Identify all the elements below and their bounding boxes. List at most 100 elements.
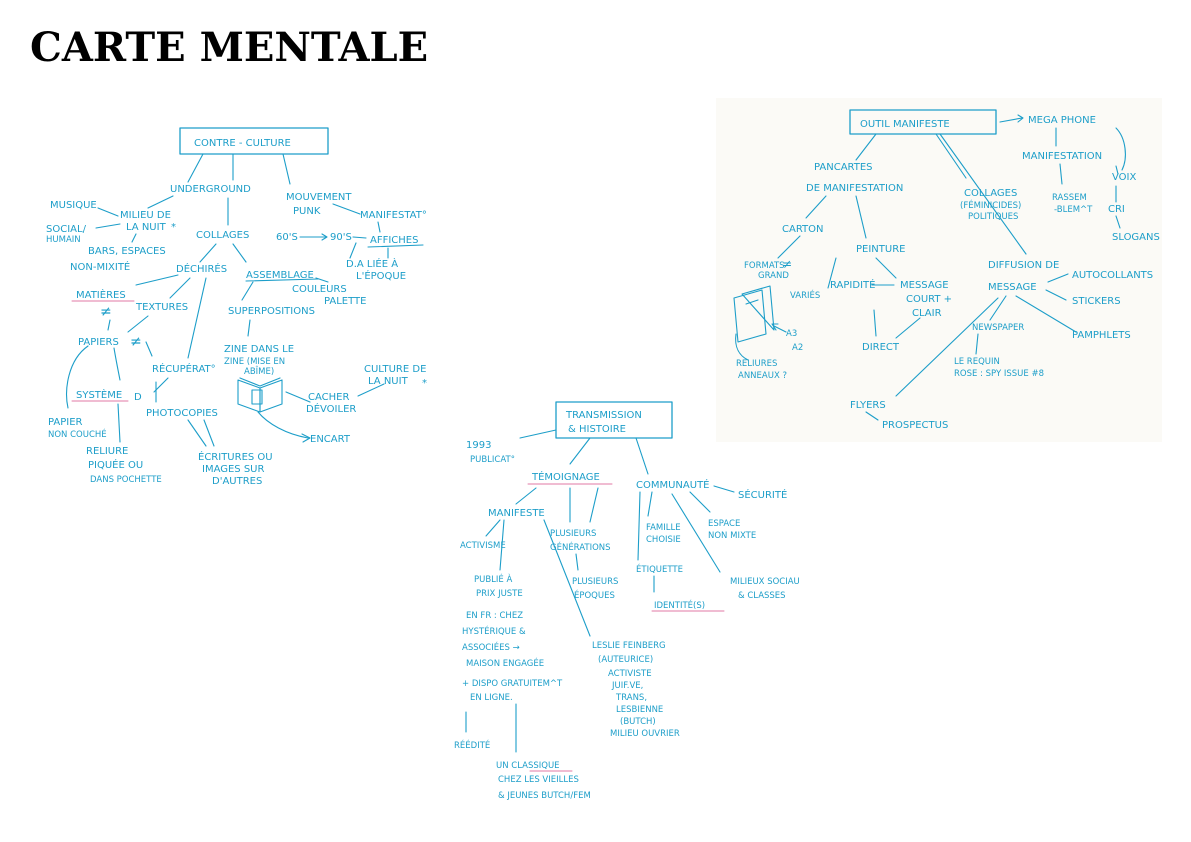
node-milieu-ouvrier: MILIEU OUVRIER bbox=[610, 729, 680, 739]
neq-mark: ≠ bbox=[100, 304, 112, 320]
node-collages: COLLAGES bbox=[196, 230, 249, 241]
node-classique: UN CLASSIQUE bbox=[496, 761, 560, 771]
node-famille: FAMILLE bbox=[646, 523, 681, 533]
node-mega-phone: MEGA PHONE bbox=[1028, 115, 1096, 126]
node-chez-vieilles: CHEZ LES VIEILLES bbox=[498, 775, 579, 785]
node-collages-2: COLLAGES bbox=[964, 188, 1017, 199]
mindmap-transmission: TRANSMISSION & HISTOIRE 1993 PUBLICAT° T… bbox=[440, 392, 800, 812]
node-hysterique: HYSTÉRIQUE & bbox=[462, 625, 526, 637]
node-photocopies: PHOTOCOPIES bbox=[146, 408, 218, 419]
node-humain: HUMAIN bbox=[46, 235, 81, 245]
mindmap-outil-manifeste: OUTIL MANIFESTE MEGA PHONE MANIFESTATION… bbox=[716, 98, 1162, 442]
node-non-mixte: NON MIXTE bbox=[708, 531, 756, 541]
node-autocollants: AUTOCOLLANTS bbox=[1072, 270, 1153, 281]
node-encart: ENCART bbox=[310, 434, 351, 445]
node-politiques: POLITIQUES bbox=[968, 212, 1018, 222]
node-publie: PUBLIÉ À bbox=[474, 573, 512, 585]
node-dispo-2: EN LIGNE. bbox=[470, 693, 513, 703]
node-bars: BARS, ESPACES bbox=[88, 246, 166, 257]
node-couleurs: COULEURS bbox=[292, 284, 347, 295]
node-message: MESSAGE bbox=[900, 280, 949, 291]
node-non-couche: NON COUCHÉ bbox=[48, 428, 107, 440]
node-blemt: -BLEM^T bbox=[1054, 205, 1093, 215]
node-culture-de: CULTURE DE bbox=[364, 364, 426, 375]
node-zine-3: ABÎME) bbox=[244, 365, 274, 377]
node-court: COURT + bbox=[906, 294, 952, 305]
node-milieux: MILIEUX SOCIAUX bbox=[730, 577, 800, 587]
node-reliure-1: RELIURE bbox=[86, 446, 128, 457]
node-diffusion-message: MESSAGE bbox=[988, 282, 1037, 293]
node-mouvement: MOUVEMENT bbox=[286, 192, 352, 203]
node-feminicides: (FÉMINICIDES) bbox=[960, 199, 1021, 211]
node-assemblage: ASSEMBLAGE bbox=[246, 270, 314, 281]
node-contre-culture: CONTRE - CULTURE bbox=[194, 138, 291, 149]
node-diffusion-de: DIFFUSION DE bbox=[988, 260, 1059, 271]
node-classes: & CLASSES bbox=[738, 591, 786, 601]
node-devoiler: DÉVOILER bbox=[306, 402, 356, 415]
node-transmission: TRANSMISSION bbox=[565, 410, 642, 421]
node-varies: VARIÉS bbox=[790, 289, 820, 301]
node-grand: GRAND bbox=[758, 271, 789, 281]
node-rapidite: RAPIDITÉ bbox=[830, 278, 875, 291]
mindmap-contre-culture: CONTRE - CULTURE UNDERGROUND MOUVEMENT P… bbox=[28, 120, 448, 510]
star-mark: * bbox=[171, 222, 176, 233]
node-outil-manifeste: OUTIL MANIFESTE bbox=[860, 119, 950, 130]
node-reliure-3: DANS POCHETTE bbox=[90, 475, 162, 485]
node-la-nuit: LA NUIT bbox=[126, 222, 167, 233]
node-dechires: DÉCHIRÉS bbox=[176, 262, 227, 275]
cardboard-sketch bbox=[733, 285, 775, 343]
node-anneaux: ANNEAUX ? bbox=[738, 371, 787, 381]
node-peinture: PEINTURE bbox=[856, 244, 905, 255]
node-non-mixite: NON-MIXITÉ bbox=[70, 260, 130, 273]
node-recuperat: RÉCUPÉRAT° bbox=[152, 362, 216, 375]
node-etiquette: ÉTIQUETTE bbox=[636, 563, 683, 575]
node-cri: CRI bbox=[1108, 204, 1125, 215]
node-generations: GÉNÉRATIONS bbox=[550, 541, 611, 553]
node-auteurice: (AUTEURICE) bbox=[598, 655, 653, 665]
node-leslie: LESLIE FEINBERG bbox=[592, 641, 666, 651]
node-maison: MAISON ENGAGÉE bbox=[466, 657, 544, 669]
node-matieres: MATIÈRES bbox=[76, 288, 126, 301]
node-lesbienne: LESBIENNE bbox=[616, 705, 663, 715]
book-sketch bbox=[237, 377, 283, 413]
node-papiers: PAPIERS bbox=[78, 337, 119, 348]
page-title: CARTE MENTALE bbox=[30, 24, 429, 71]
node-reedite: RÉÉDITÉ bbox=[454, 739, 490, 751]
node-carton: CARTON bbox=[782, 224, 824, 235]
node-stickers: STICKERS bbox=[1072, 296, 1121, 307]
node-newspaper: NEWSPAPER bbox=[972, 323, 1024, 333]
node-zine-1: ZINE DANS LE bbox=[224, 344, 294, 355]
node-le-requin: LE REQUIN bbox=[954, 357, 1000, 367]
node-securite: SÉCURITÉ bbox=[738, 488, 787, 501]
node-a2: A2 bbox=[792, 343, 803, 353]
node-juif: JUIF.VE, bbox=[611, 681, 643, 691]
node-communaute: COMMUNAUTÉ bbox=[636, 478, 710, 491]
node-butch: (BUTCH) bbox=[620, 717, 656, 727]
node-manifestat: MANIFESTAT° bbox=[360, 210, 427, 221]
node-en-fr: EN FR : CHEZ bbox=[466, 611, 523, 621]
node-temoignage: TÉMOIGNAGE bbox=[531, 470, 600, 483]
node-clair: CLAIR bbox=[912, 308, 942, 319]
node-histoire: & HISTOIRE bbox=[568, 424, 626, 435]
node-plusieurs-1: PLUSIEURS bbox=[550, 529, 596, 539]
node-pamphlets: PAMPHLETS bbox=[1072, 330, 1131, 341]
node-cacher: CACHER bbox=[308, 392, 349, 403]
d-mark: D bbox=[134, 392, 142, 403]
node-reliure-2: PIQUÉE OU bbox=[88, 458, 143, 471]
node-ecritures-1: ÉCRITURES OU bbox=[198, 450, 273, 463]
node-ecritures-3: D'AUTRES bbox=[212, 476, 262, 487]
node-manifestation: MANIFESTATION bbox=[1022, 151, 1102, 162]
node-plusieurs-2: PLUSIEURS bbox=[572, 577, 618, 587]
node-textures: TEXTURES bbox=[135, 302, 188, 313]
node-prospectus: PROSPECTUS bbox=[882, 420, 948, 431]
node-activisme: ACTIVISME bbox=[460, 541, 506, 551]
node-publicat: PUBLICAT° bbox=[470, 455, 515, 465]
node-de-manifestation: DE MANIFESTATION bbox=[806, 183, 903, 194]
node-pancartes: PANCARTES bbox=[814, 162, 873, 173]
node-year: 1993 bbox=[466, 440, 491, 451]
node-identites: IDENTITÉ(S) bbox=[654, 599, 705, 611]
node-manifeste: MANIFESTE bbox=[488, 508, 545, 519]
node-la-nuit-2: LA NUIT bbox=[368, 376, 409, 387]
node-trans: TRANS, bbox=[615, 693, 647, 703]
node-underground: UNDERGROUND bbox=[170, 184, 251, 195]
